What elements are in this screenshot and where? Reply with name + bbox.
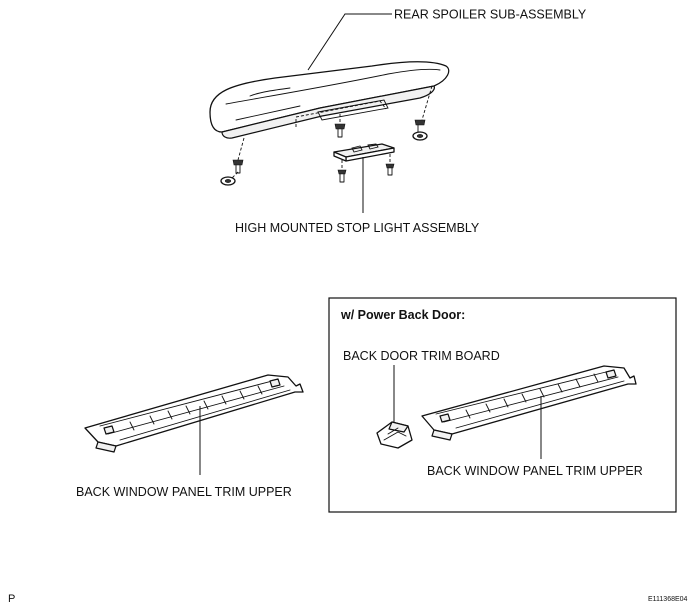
stop-light-screw-right [385,163,395,176]
back-door-trim-board [376,421,413,449]
figure-id: E111368E04 [648,596,688,603]
trim-upper-right-label: BACK WINDOW PANEL TRIM UPPER [427,464,643,478]
power-back-door-inset: w/ Power Back Door: BACK DOOR TRIM BOARD… [328,297,677,513]
spoiler-bolt-left [232,159,244,174]
stop-light-label: HIGH MOUNTED STOP LIGHT ASSEMBLY [235,221,480,235]
back-window-panel-trim-upper-right [421,365,637,441]
door-trim-board-label: BACK DOOR TRIM BOARD [343,349,500,363]
inset-title: w/ Power Back Door: [340,308,465,322]
spoiler-bolt-center [334,123,346,138]
back-window-panel-trim-upper-left [84,374,304,453]
spoiler-clip-left [220,176,236,186]
rear-spoiler-label: REAR SPOILER SUB-ASSEMBLY [394,8,587,22]
stop-light-screw-left [337,169,347,183]
trim-upper-left-label: BACK WINDOW PANEL TRIM UPPER [76,485,292,499]
rear-spoiler-sub-assembly [209,61,450,139]
page-marker: P [8,593,15,605]
inset-frame [328,297,677,513]
rear-spoiler-leader-line [307,13,392,71]
spoiler-clip-right [412,131,428,141]
spoiler-fasteners [220,85,433,186]
high-mounted-stop-light-assembly [333,143,395,183]
spoiler-bolt-right [414,119,426,133]
